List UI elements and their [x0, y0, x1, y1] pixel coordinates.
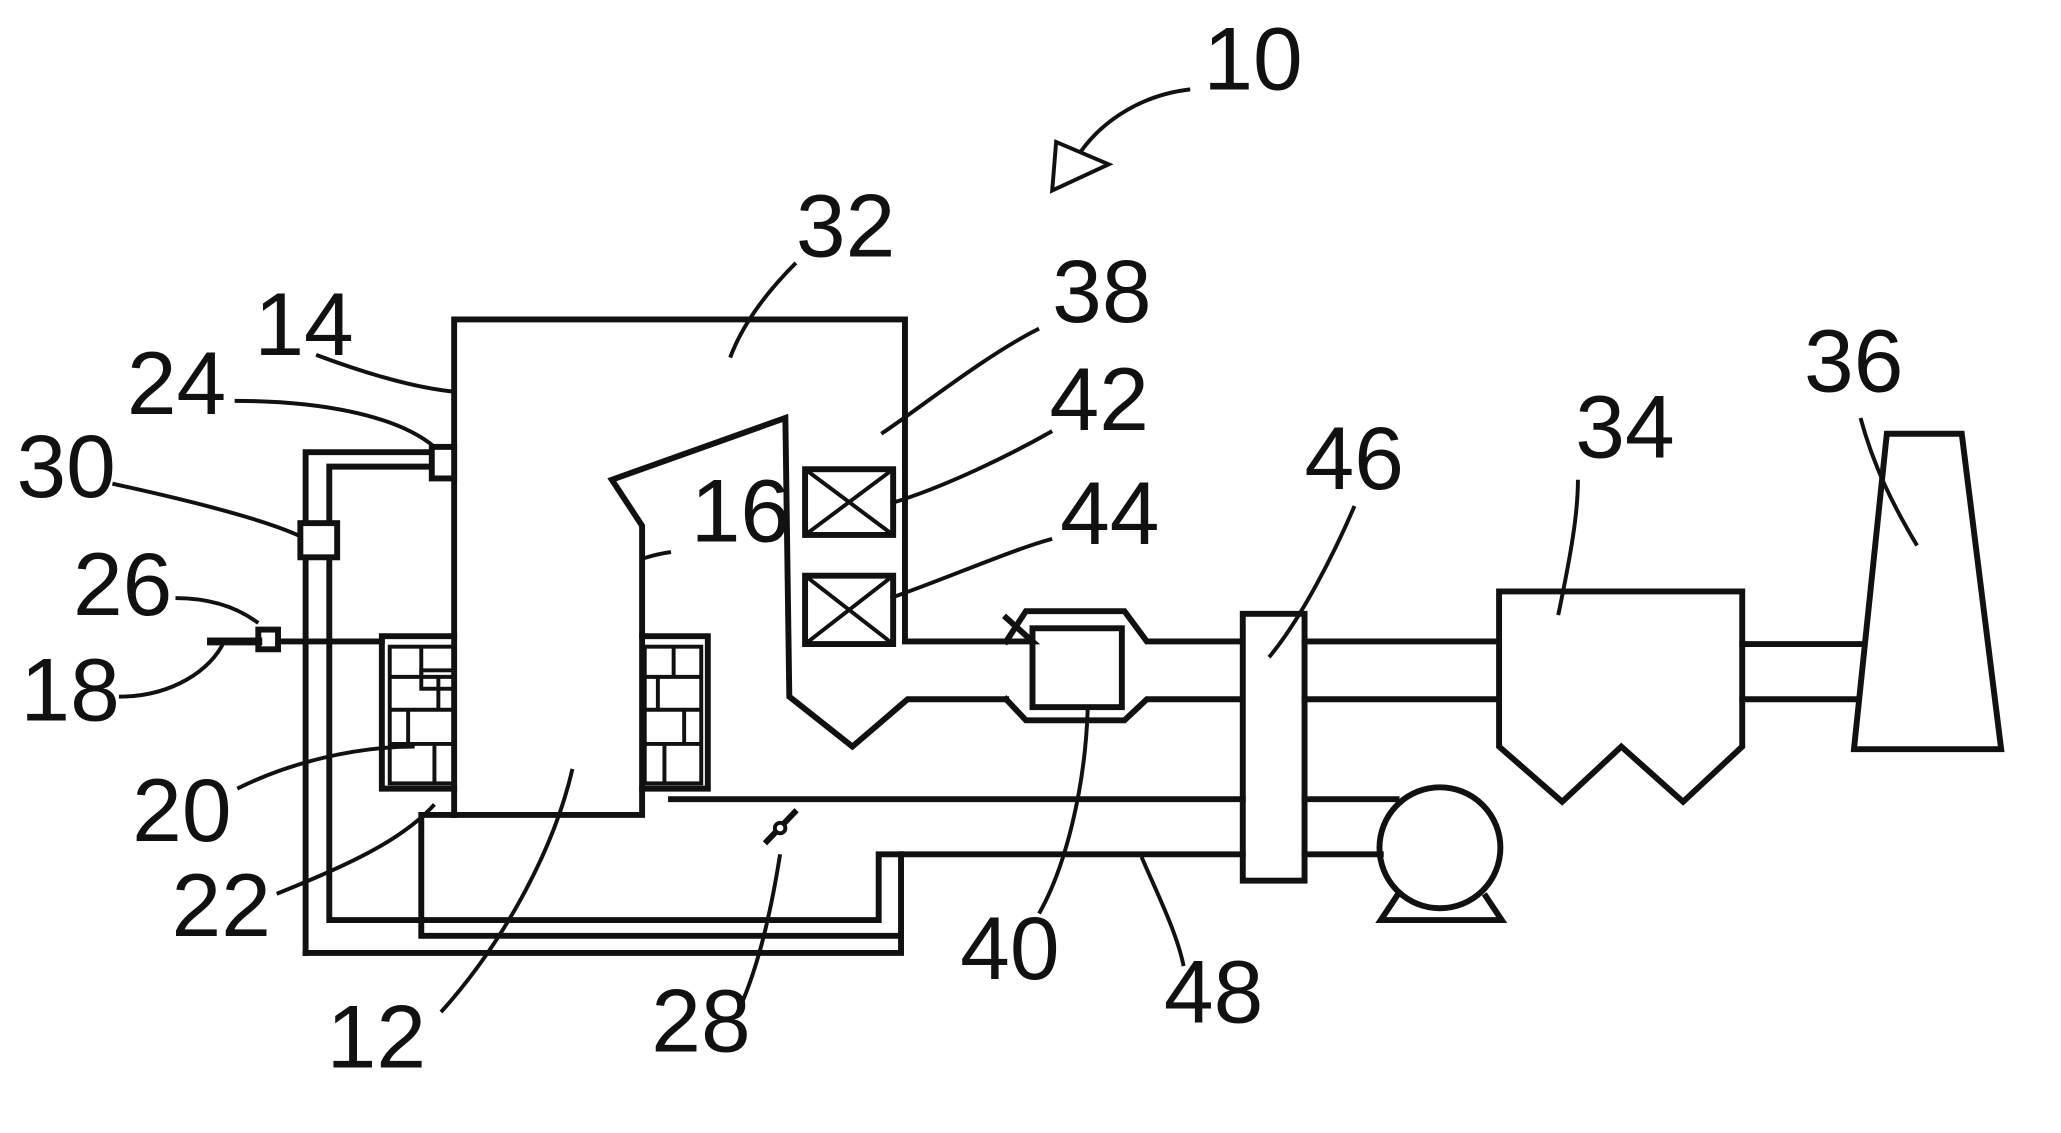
label-44: 44: [1060, 463, 1159, 563]
label-14: 14: [254, 274, 353, 374]
label-24: 24: [127, 333, 226, 433]
furnace: [454, 319, 1032, 815]
heat-exchanger-44: [805, 576, 893, 644]
damper-28: [767, 812, 795, 841]
windbox-20: [382, 636, 708, 788]
burner-24: [432, 447, 454, 479]
stack-36: [1854, 434, 2001, 749]
precipitator-34: [1499, 591, 1742, 801]
label-20: 20: [132, 760, 231, 860]
label-22: 22: [172, 855, 271, 955]
label-46: 46: [1305, 408, 1404, 508]
label-30: 30: [16, 416, 115, 516]
label-32: 32: [796, 175, 895, 275]
duct-to-precipitator: [1305, 641, 1500, 699]
label-36: 36: [1804, 311, 1903, 411]
heat-exchanger-42: [805, 469, 893, 535]
label-28: 28: [651, 971, 750, 1071]
label-34: 34: [1575, 376, 1674, 476]
system-arrow: [1052, 89, 1190, 190]
label-42: 42: [1050, 349, 1149, 449]
label-26: 26: [73, 534, 172, 634]
valve-30: [300, 523, 337, 557]
label-12: 12: [327, 986, 426, 1086]
label-16: 16: [691, 461, 790, 561]
fan: [1379, 787, 1501, 920]
label-48: 48: [1164, 942, 1263, 1042]
label-10: 10: [1203, 8, 1302, 108]
label-38: 38: [1052, 241, 1151, 341]
label-40: 40: [960, 898, 1059, 998]
label-18: 18: [20, 639, 119, 739]
duct-to-stack: [1742, 644, 1860, 699]
reactor-40: [1006, 611, 1243, 720]
